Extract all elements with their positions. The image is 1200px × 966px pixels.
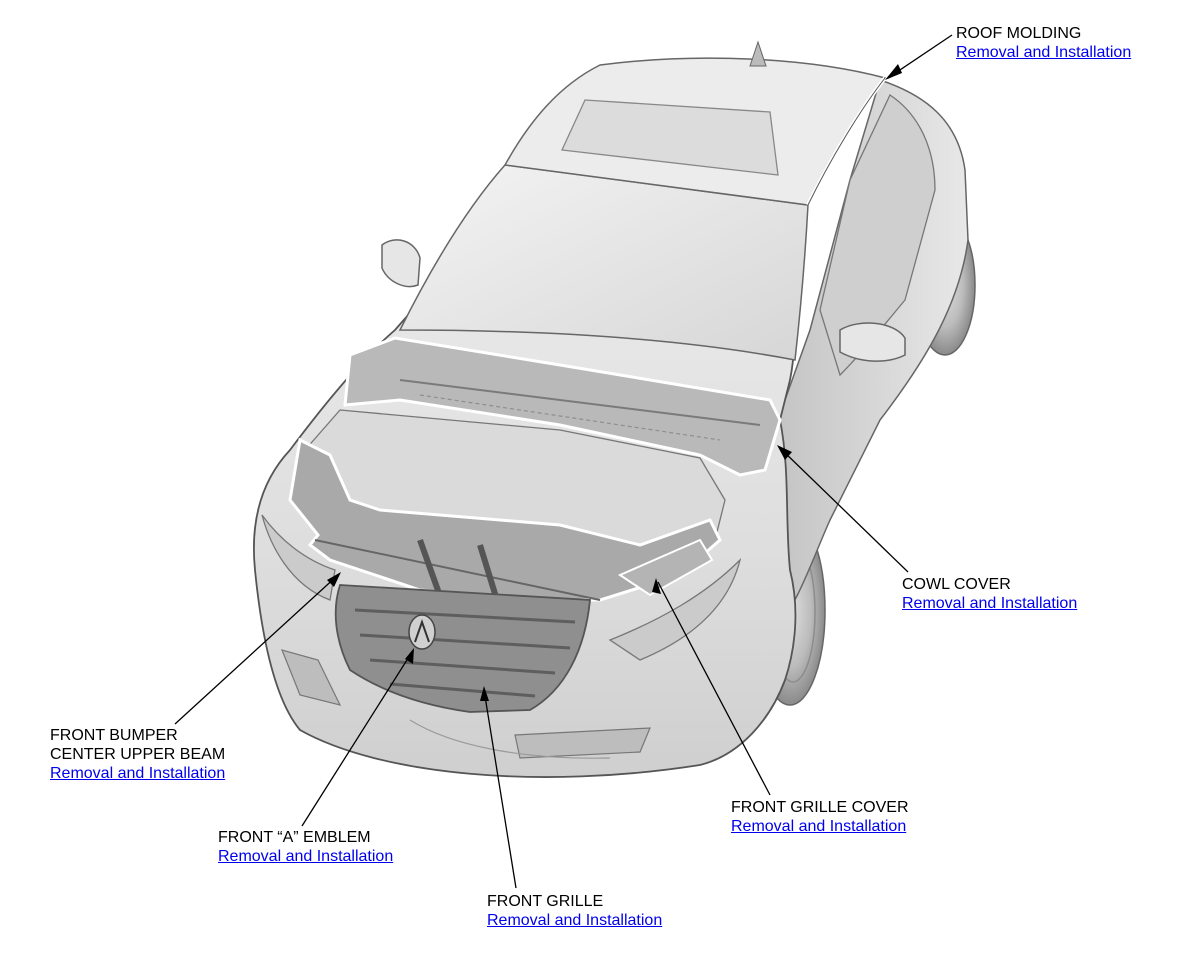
leader-front-grille bbox=[483, 689, 517, 889]
leader-front-bumper-beam bbox=[174, 574, 339, 725]
roof-molding-link[interactable]: Removal and Installation bbox=[956, 44, 1132, 61]
right-mirror bbox=[839, 322, 906, 362]
left-mirror bbox=[381, 239, 421, 288]
front-grille-cover-label: FRONT GRILLE COVER bbox=[731, 799, 909, 816]
leader-cowl-cover bbox=[779, 447, 909, 573]
front-grille-part bbox=[334, 584, 591, 713]
front-bumper-label-line2: CENTER UPPER BEAM bbox=[50, 746, 226, 763]
callout-front-grille-cover: FRONT GRILLE COVER Removal and Installat… bbox=[731, 798, 909, 836]
leader-arrowheads bbox=[327, 64, 902, 701]
callout-front-bumper-upper-beam: FRONT BUMPER CENTER UPPER BEAM Removal a… bbox=[50, 726, 225, 783]
right-headlight bbox=[608, 557, 742, 661]
sunroof bbox=[561, 99, 779, 176]
cowl-cover-part bbox=[343, 336, 782, 477]
callout-front-grille: FRONT GRILLE Removal and Installation bbox=[487, 892, 662, 930]
cowl-cover-label: COWL COVER bbox=[902, 576, 1011, 593]
front-grille-cover-link[interactable]: Removal and Installation bbox=[731, 818, 907, 835]
windshield bbox=[398, 164, 809, 361]
leader-front-grille-cover bbox=[657, 581, 771, 796]
car-illustration bbox=[253, 40, 976, 778]
front-a-emblem-label: FRONT “A” EMBLEM bbox=[218, 829, 371, 846]
callout-front-a-emblem: FRONT “A” EMBLEM Removal and Installatio… bbox=[218, 828, 393, 866]
side-window bbox=[819, 94, 936, 377]
front-grille-cover-part bbox=[617, 538, 714, 597]
antenna bbox=[749, 40, 767, 67]
front-a-emblem-link[interactable]: Removal and Installation bbox=[218, 848, 394, 865]
front-grille-label: FRONT GRILLE bbox=[487, 893, 604, 910]
front-bumper-label-line1: FRONT BUMPER bbox=[50, 727, 178, 744]
callout-roof-molding: ROOF MOLDING Removal and Installation bbox=[956, 24, 1131, 62]
left-headlight bbox=[261, 514, 336, 601]
lower-center-vent bbox=[514, 727, 651, 759]
front-bumper-upper-beam-link[interactable]: Removal and Installation bbox=[50, 765, 226, 782]
callout-cowl-cover: COWL COVER Removal and Installation bbox=[902, 575, 1077, 613]
leader-front-a-emblem bbox=[301, 651, 413, 827]
lower-left-vent bbox=[280, 649, 342, 706]
roof-molding-label: ROOF MOLDING bbox=[956, 25, 1082, 42]
front-grille-link[interactable]: Removal and Installation bbox=[487, 912, 663, 929]
leader-lines bbox=[174, 34, 953, 889]
cowl-cover-link[interactable]: Removal and Installation bbox=[902, 595, 1078, 612]
